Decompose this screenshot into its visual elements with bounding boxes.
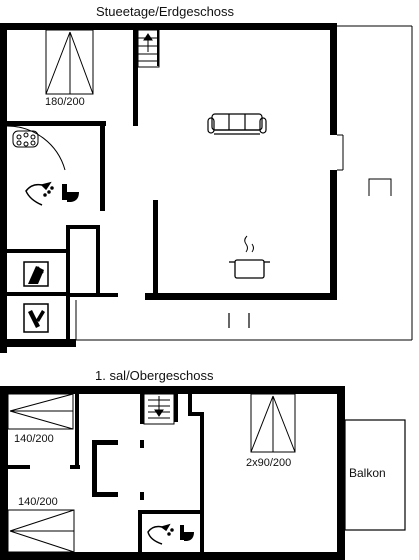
- balcony-label: Balkon: [349, 466, 386, 480]
- bed-upper-right-label: 2x90/200: [246, 457, 292, 469]
- upper-floor-walls: [0, 386, 345, 560]
- bed-size-label: 180/200: [45, 96, 85, 108]
- hot-tub-icon: [6, 125, 66, 171]
- bed-upper-right: [250, 393, 296, 453]
- stairs-upper-icon: [143, 393, 175, 425]
- bed-upper-left-top-label: 140/200: [14, 433, 54, 445]
- bed-upper-left-top: [7, 393, 74, 430]
- stairs-icon: [137, 29, 160, 68]
- door-marks: [228, 313, 250, 328]
- stove-icon: [229, 235, 270, 279]
- shower-upper-icon: [147, 523, 174, 545]
- terrace-outline: [75, 25, 413, 341]
- bed-upper-left-bottom-label: 140/200: [18, 496, 58, 508]
- toilet-upper-icon: [180, 525, 194, 541]
- upper-floor-title: 1. sal/Obergeschoss: [95, 368, 214, 383]
- fireplace-icon: [368, 178, 392, 196]
- ground-floor-walls: [0, 23, 337, 353]
- sofa-icon: [207, 113, 267, 135]
- shower-icon: [25, 181, 54, 206]
- bed-upper-left-bottom: [7, 509, 75, 553]
- washing-machine-icon: [23, 261, 49, 287]
- dishwasher-icon: [23, 303, 49, 333]
- ground-floor-title: Stueetage/Erdgeschoss: [96, 4, 235, 19]
- bed-icon: [45, 29, 94, 95]
- balcony-outline: [344, 419, 406, 531]
- toilet-icon: [62, 184, 79, 202]
